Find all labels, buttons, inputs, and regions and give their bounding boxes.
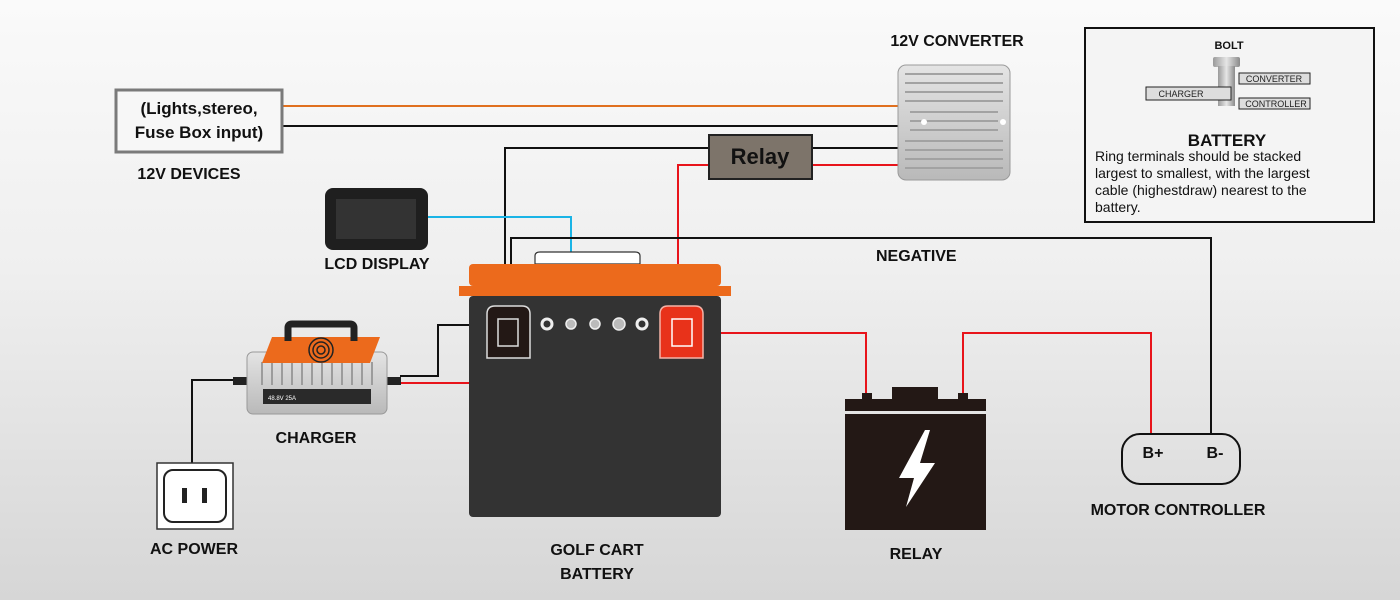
controller-label: MOTOR CONTROLLER (1091, 502, 1266, 519)
battery-port-2 (565, 318, 577, 330)
ring-controller-label: CONTROLLER (1245, 99, 1307, 109)
relay-component: RELAY (845, 387, 986, 563)
battery-label-line1: GOLF CART (550, 542, 644, 559)
battery-port-3 (589, 318, 601, 330)
battery-component: GOLF CART BATTERY (459, 251, 731, 583)
relay-label: RELAY (890, 546, 943, 563)
charger-component: 48.8V 25A CHARGER (233, 320, 401, 447)
battery-port-4 (612, 317, 626, 331)
charger-plate-text: 48.8V 25A (268, 396, 296, 402)
ac-outlet-icon (156, 462, 234, 530)
wire-relay-controller (962, 332, 1152, 435)
relay-box (708, 134, 813, 180)
controller-bminus: B- (1207, 445, 1224, 462)
devices-box-line2: Fuse Box input) (135, 123, 263, 142)
note-heading: BATTERY (1188, 131, 1267, 150)
battery-label-line2: BATTERY (560, 566, 634, 583)
negative-label: NEGATIVE (876, 248, 957, 265)
wire-ac-charger (191, 379, 245, 463)
converter-component: 12V CONVERTER (890, 33, 1024, 181)
bolt-label: BOLT (1214, 40, 1243, 52)
note-line1: Ring terminals should be stacked (1095, 148, 1301, 164)
battery-port-1 (540, 317, 554, 331)
ring-controller (1238, 97, 1311, 110)
wire-battery-pos-relay (688, 332, 867, 395)
ring-charger-label: CHARGER (1158, 89, 1204, 99)
note-line3: cable (highestdraw) nearest to the (1095, 182, 1307, 198)
lcd-component: LCD DISPLAY (324, 188, 430, 273)
relay-box-label: Relay (731, 144, 790, 169)
ring-converter-label: CONVERTER (1246, 74, 1303, 84)
devices-box-line1: (Lights,stereo, (140, 99, 257, 118)
ring-converter (1238, 72, 1311, 85)
relay-box-component: Relay (708, 134, 813, 180)
controller-bplus: B+ (1143, 445, 1164, 462)
motor-controller-component: B+ B- MOTOR CONTROLLER (1091, 433, 1266, 519)
charger-label: CHARGER (276, 430, 357, 447)
converter-icon (897, 64, 1011, 181)
charger-icon: 48.8V 25A (233, 320, 401, 415)
devices-component: (Lights,stereo, Fuse Box input) 12V DEVI… (114, 88, 284, 183)
battery-handle (534, 251, 641, 265)
devices-label: 12V DEVICES (137, 166, 240, 183)
note-line2: largest to smallest, with the largest (1095, 165, 1310, 181)
battery-negative-terminal (486, 305, 531, 359)
battery-positive-terminal (659, 305, 704, 359)
converter-label: 12V CONVERTER (890, 33, 1024, 50)
ac-power-label: AC POWER (150, 541, 238, 558)
lightning-icon (899, 430, 935, 507)
terminal-stacking-note: BOLT CONVERTER CHARGER CONTROLLER BATTER… (1084, 27, 1375, 223)
motor-controller-box (1121, 433, 1241, 485)
battery-lid (469, 264, 721, 286)
battery-body (469, 296, 721, 517)
ring-charger (1145, 86, 1232, 101)
ac-power-component: AC POWER (150, 462, 238, 558)
lcd-label: LCD DISPLAY (324, 256, 430, 273)
devices-box (114, 88, 284, 154)
note-line4: battery. (1095, 199, 1141, 215)
battery-port-5 (635, 317, 649, 331)
